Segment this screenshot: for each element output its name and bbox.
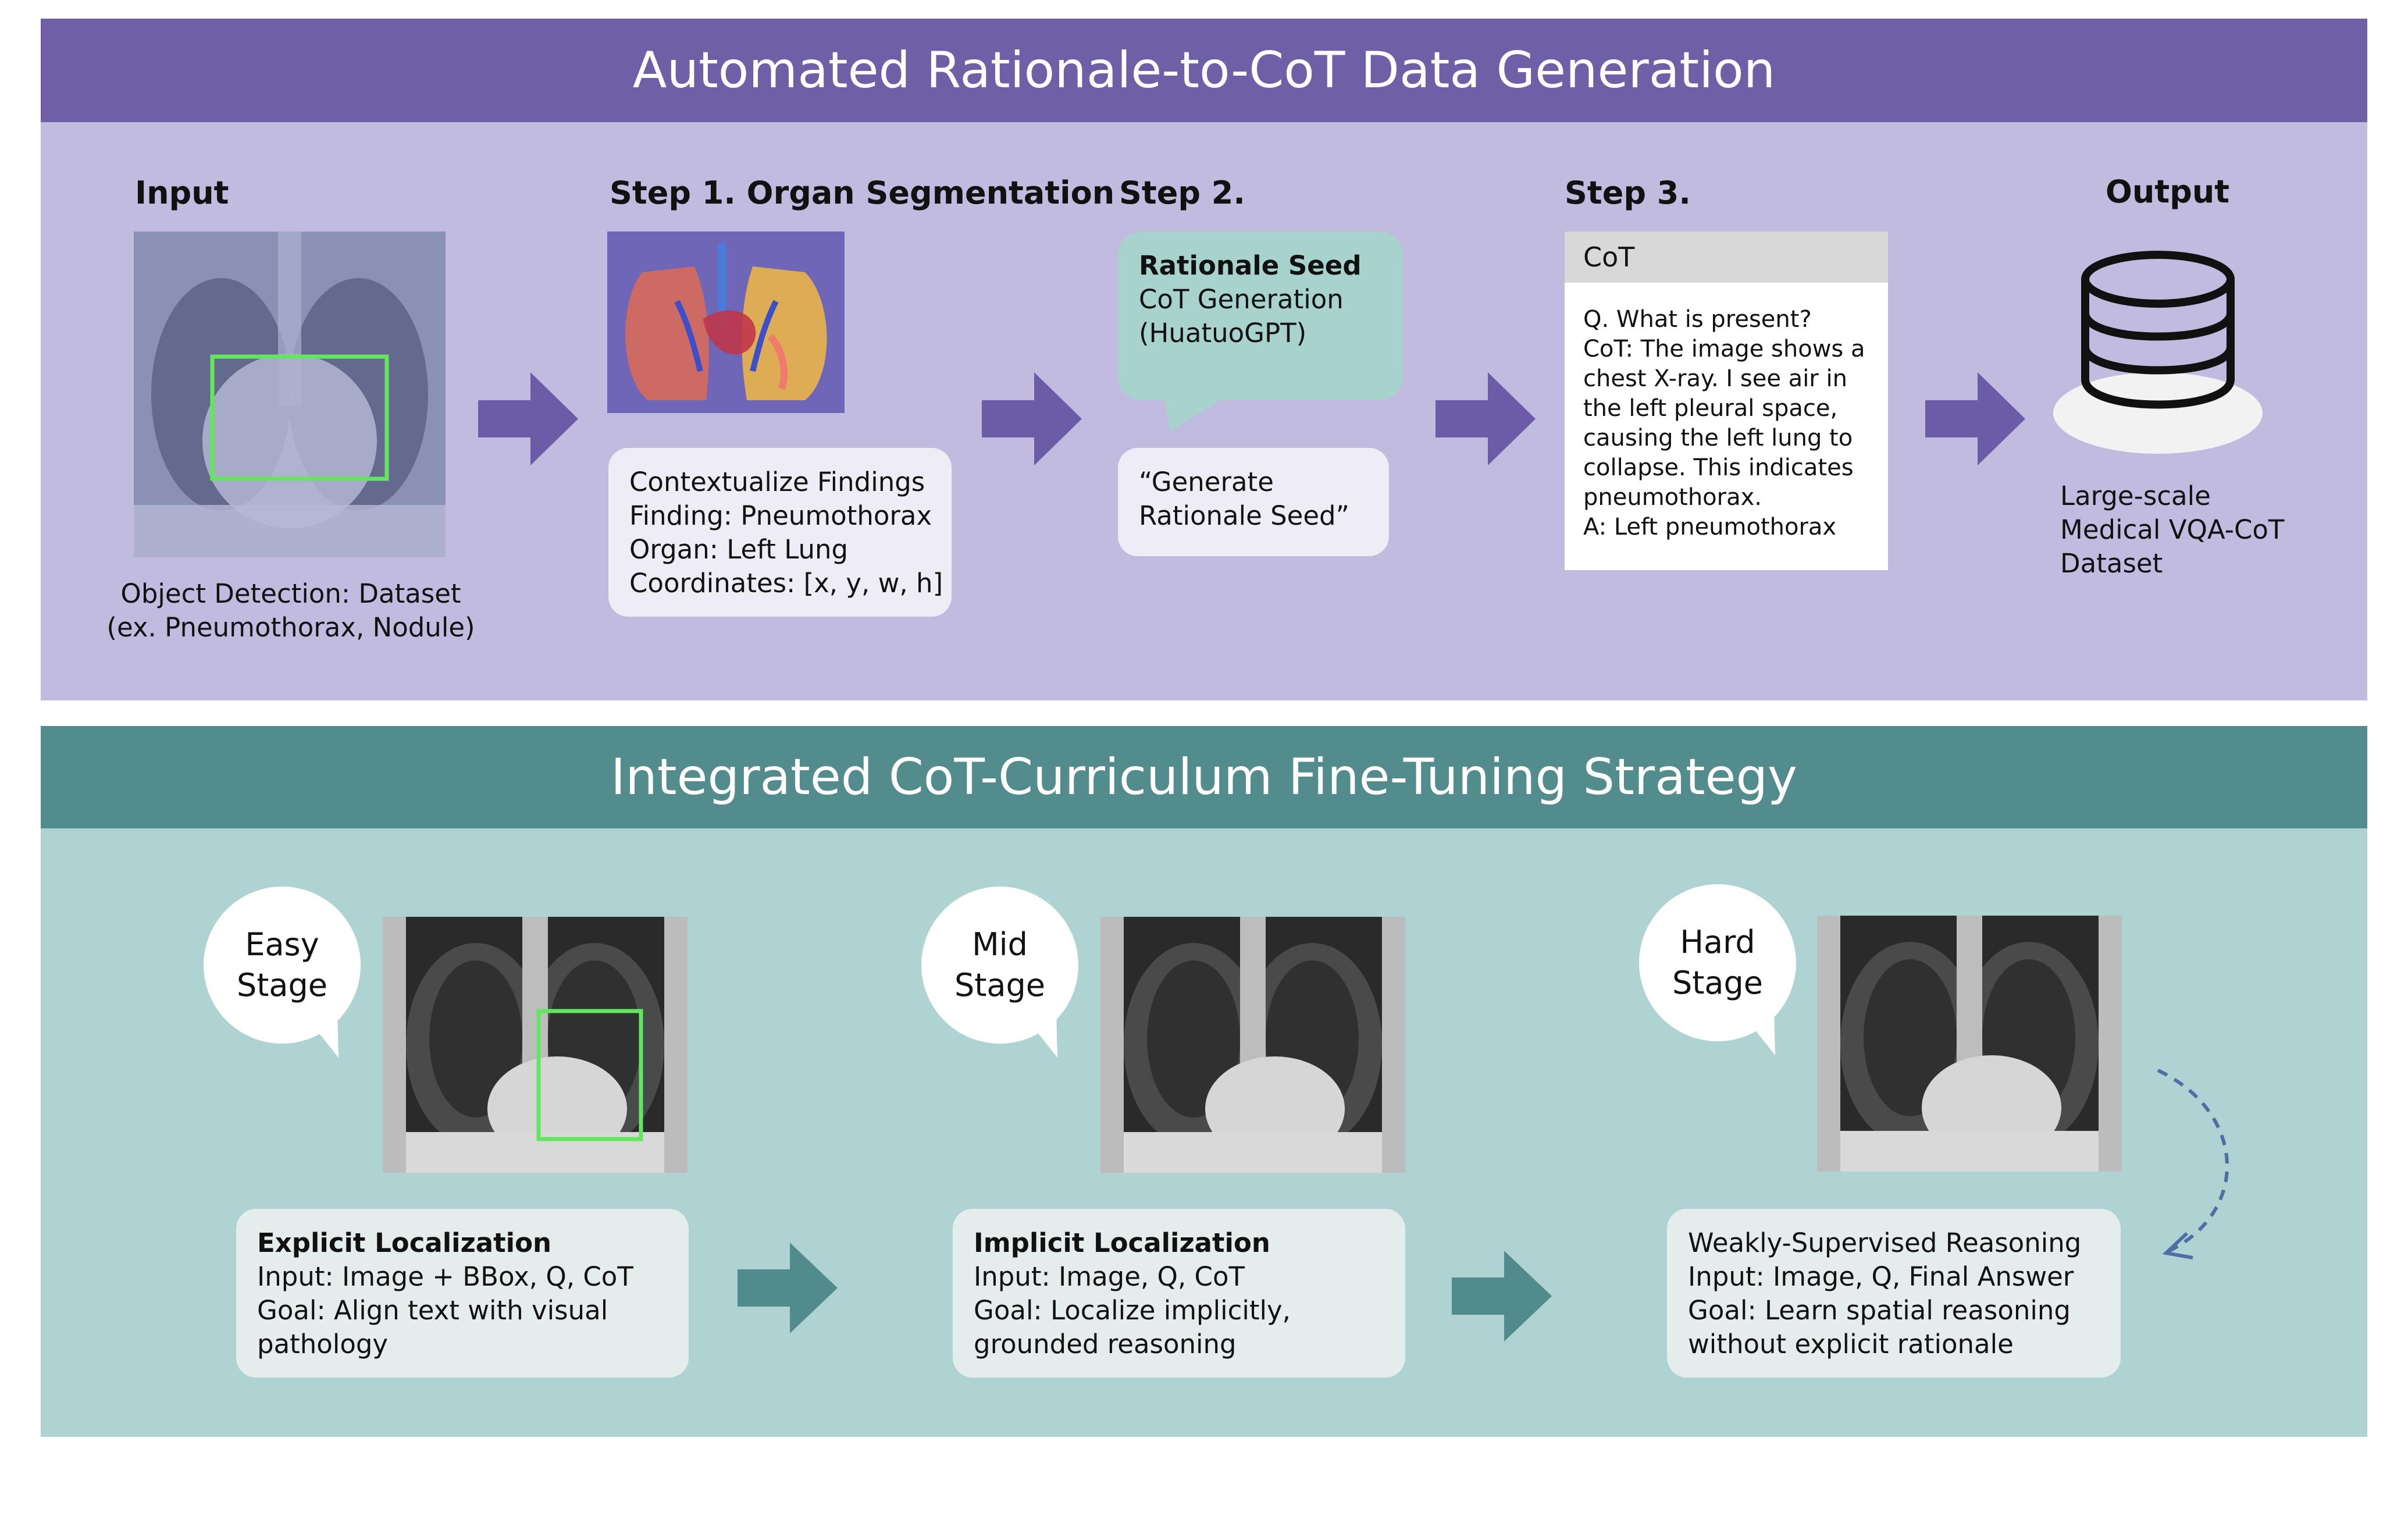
cot-card-body: Q. What is present? CoT: The image shows… [1583,306,1865,540]
right-arrow-icon [1435,372,1536,465]
right-arrow-icon [1925,372,2025,465]
hard-stage-bubble: Hard Stage [1639,884,1796,1041]
cot-card-header: CoT [1565,232,1888,283]
explicit-localization-box: Explicit Localization Input: Image + BBo… [236,1209,689,1378]
bubble-tail [1021,1012,1057,1058]
rationale-seed-bubble: Rationale Seed CoT Generation (HuatuoGPT… [1118,232,1403,400]
easy-stage-xray [383,917,688,1173]
step3-label: Step 3. [1565,175,1691,211]
organ-segmentation-image [607,232,845,413]
input-xray-image [134,232,446,557]
input-label: Input [135,175,229,211]
mid-stage-xray [1100,917,1405,1173]
top-title: Automated Rationale-to-CoT Data Generati… [632,41,1776,99]
bubble-tail [302,1012,339,1058]
dashed-curved-arrow-icon [2157,1069,2229,1259]
right-arrow-icon [1452,1251,1552,1341]
step1-label: Step 1. Organ Segmentation [610,175,1115,211]
step2-label: Step 2. [1119,175,1245,211]
hard-stage-xray [1817,916,2122,1172]
cot-card: CoT Q. What is present? CoT: The image s… [1565,232,1888,570]
bottom-header: Integrated CoT-Curriculum Fine-Tuning St… [41,726,2367,828]
right-arrow-icon [478,372,578,465]
input-caption: Object Detection: Dataset (ex. Pneumotho… [106,578,475,643]
top-header: Automated Rationale-to-CoT Data Generati… [41,19,2367,122]
bubble-tail [1163,396,1227,432]
database-icon [2053,251,2263,454]
output-label: Output [2106,173,2230,210]
right-arrow-icon [982,372,1082,465]
generate-prompt-box: “Generate Rationale Seed” [1118,448,1389,556]
step1-context-box: Contextualize Findings Finding: Pneumoth… [608,448,952,617]
bottom-title: Integrated CoT-Curriculum Fine-Tuning St… [611,748,1797,806]
implicit-localization-box: Implicit Localization Input: Image, Q, C… [953,1209,1405,1378]
bubble-tail [1739,1010,1775,1055]
output-caption: Large-scale Medical VQA-CoT Dataset [2060,481,2285,579]
weakly-supervised-box: Weakly-Supervised Reasoning Input: Image… [1667,1209,2121,1378]
right-arrow-icon [738,1243,838,1333]
